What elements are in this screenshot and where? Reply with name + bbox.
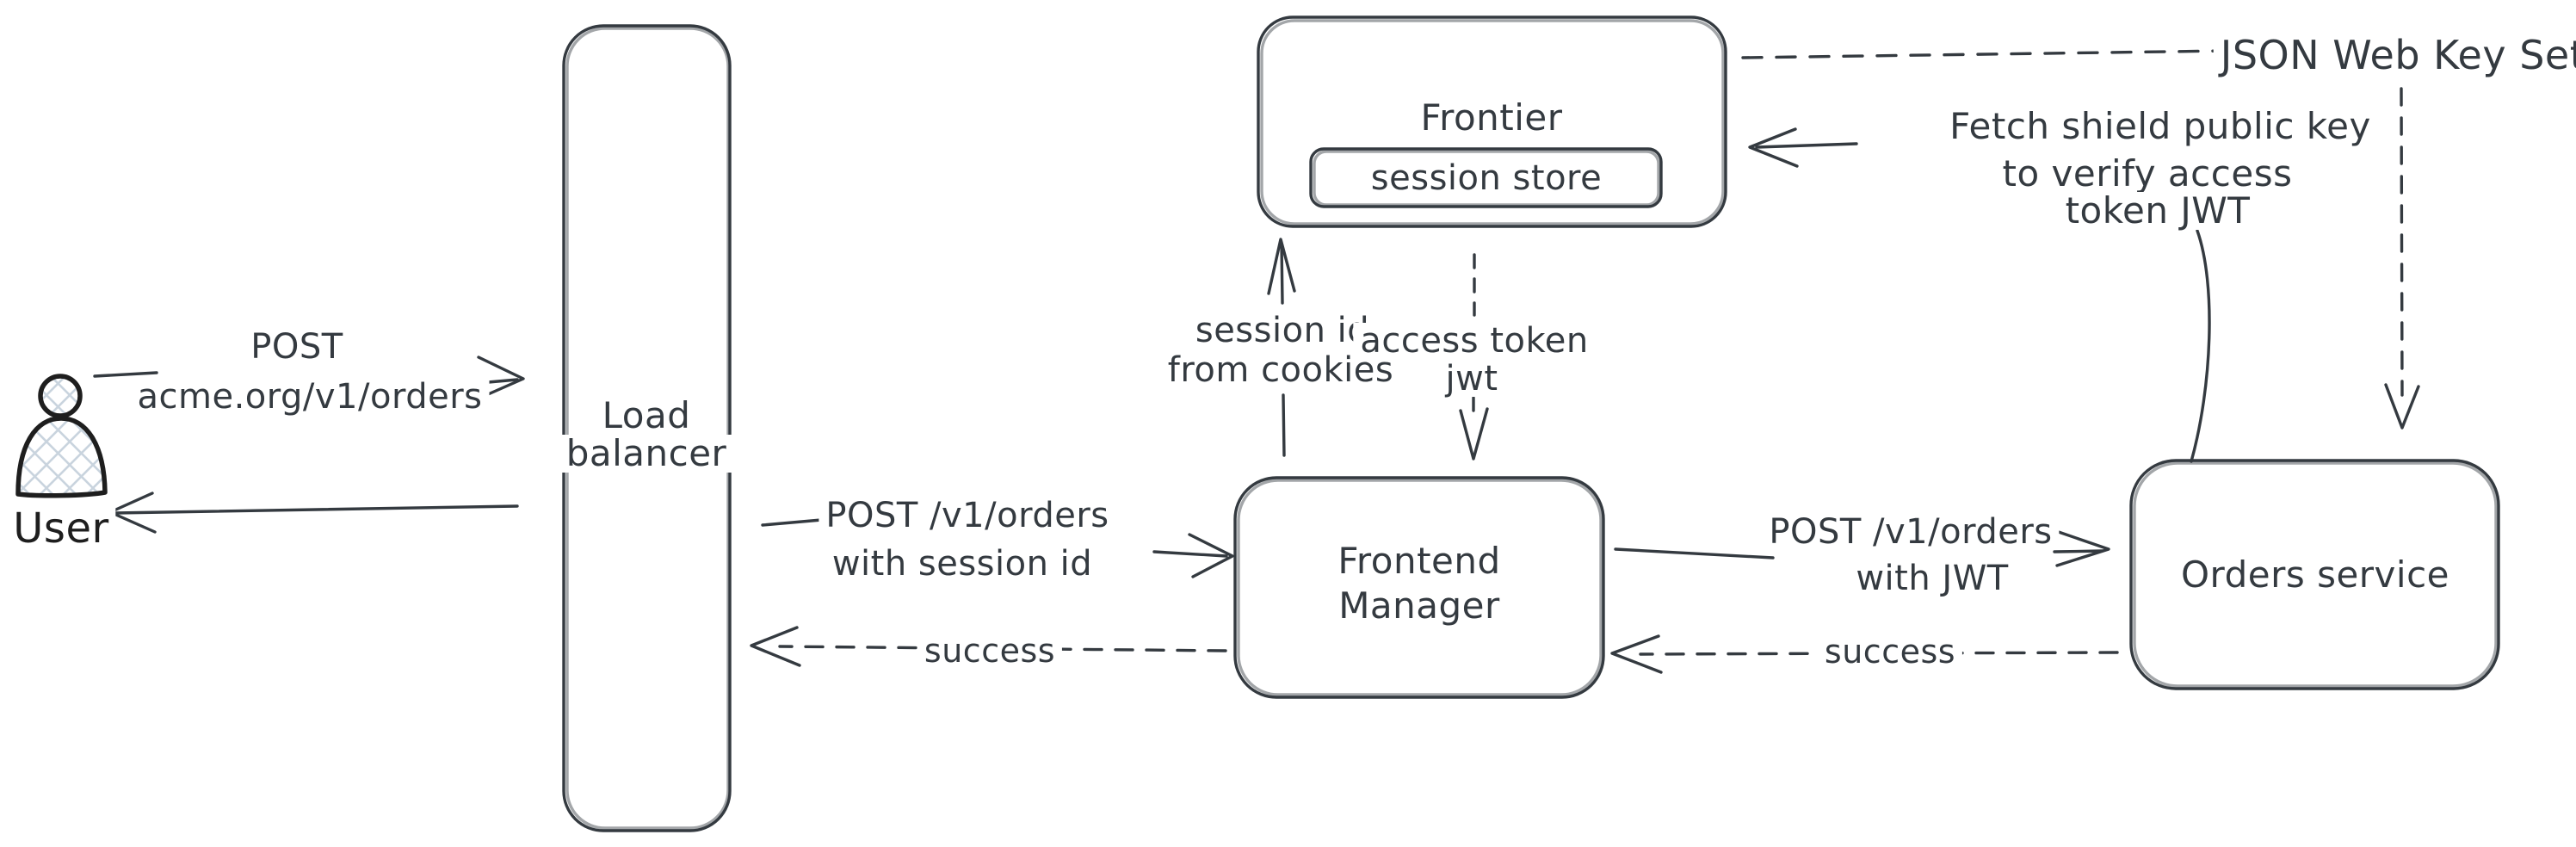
session-store-label: session store [1363, 160, 1609, 196]
edge-label-success-left: success [917, 634, 1063, 668]
arrow-jwks-to-orders-service [2384, 87, 2420, 430]
edge-label-post-orders-jwt-line2: with JWT [1849, 560, 2016, 597]
load-balancer-label-line2: balancer [559, 435, 734, 473]
session-store-box [1309, 147, 1663, 208]
edge-label-fetch-key-line3: token JWT [2061, 192, 2254, 230]
user-icon-head [38, 374, 83, 418]
user-icon [15, 374, 108, 498]
edge-label-fetch-key-line2: to verify access [1998, 155, 2296, 193]
edge-label-success-right: success [1817, 634, 1963, 669]
edge-label-post-orders-jwt-line1: POST /v1/orders [1762, 514, 2060, 550]
orders-service-label: Orders service [2173, 556, 2457, 594]
arrow-load-balancer-to-user [108, 492, 519, 534]
orders-service-box [2129, 459, 2500, 690]
load-balancer-label-line1: Load [595, 397, 698, 435]
user-label: User [6, 507, 116, 550]
load-balancer-box [562, 24, 732, 832]
frontend-manager-label-line1: Frontend [1331, 542, 1508, 580]
frontier-label: Frontier [1413, 99, 1570, 137]
jwks-label: JSON Web Key Set [2213, 34, 2576, 76]
edge-label-session-id: session id [1188, 312, 1377, 349]
line-frontier-to-jwks [1741, 49, 2229, 59]
arrow-frontier-to-frontend-manager [1459, 253, 1489, 461]
edge-label-acme-url: acme.org/v1/orders [130, 379, 490, 415]
user-icon-body [15, 416, 108, 498]
arrow-orders-service-to-frontier-fetch-key [1748, 127, 2211, 463]
arrow-frontend-manager-to-orders-service [1614, 529, 2110, 567]
frontend-manager-label-line2: Manager [1331, 587, 1507, 625]
arrow-frontend-manager-to-frontier [1267, 238, 1296, 457]
frontier-box [1257, 15, 1727, 228]
edge-label-access-token: access token [1353, 323, 1596, 359]
edge-label-jwt: jwt [1438, 361, 1505, 397]
edge-label-post-orders-session-line1: POST /v1/orders [819, 498, 1116, 534]
edge-label-fetch-key-line1: Fetch shield public key [1946, 108, 2375, 145]
edge-label-post: POST [244, 329, 350, 365]
frontend-manager-box [1233, 476, 1605, 699]
arrow-orders-service-to-frontend-manager-success [1610, 634, 2119, 674]
edge-label-post-orders-session-line2: with session id [825, 546, 1100, 582]
